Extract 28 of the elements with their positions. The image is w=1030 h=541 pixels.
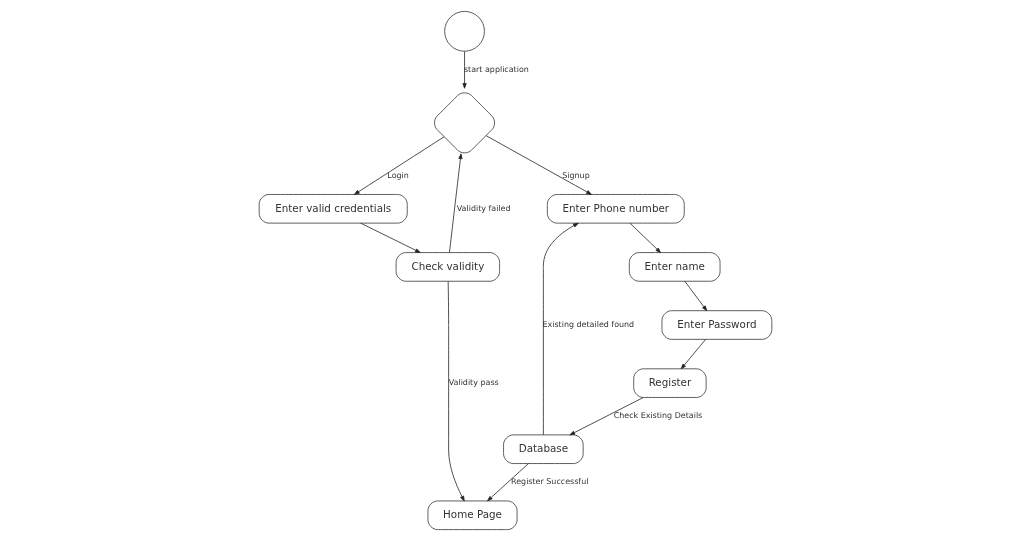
arrow: [485, 135, 592, 195]
node-box: Register: [632, 368, 707, 398]
edge-label: Register Successful: [510, 477, 588, 487]
arrow: [447, 281, 465, 502]
arrow: [680, 339, 706, 370]
arrow: [486, 463, 529, 502]
node-box: Enter valid credentials: [258, 194, 408, 224]
arrow: [359, 222, 421, 253]
edge-label: Check Existing Details: [613, 411, 702, 421]
edge-label: Login: [386, 170, 409, 180]
node-box: Enter name: [628, 252, 720, 282]
node-circle: [443, 11, 485, 52]
node-box: Database: [502, 434, 584, 464]
node-box: Check validity: [395, 252, 500, 282]
arrow: [542, 222, 579, 436]
arrow: [629, 222, 661, 253]
node-box: Home Page: [427, 500, 517, 530]
node-box: Enter Phone number: [546, 194, 685, 224]
arrow: [448, 153, 462, 253]
edge-label: Signup: [561, 170, 590, 180]
arrow: [569, 397, 643, 436]
edge-label: Validity failed: [456, 203, 511, 213]
arrow: [462, 51, 467, 89]
arrow: [353, 136, 444, 195]
edge-label: Validity pass: [448, 378, 499, 388]
arrow: [684, 281, 707, 312]
node-diamond: [433, 92, 495, 154]
node-box: Enter Password: [661, 310, 772, 340]
